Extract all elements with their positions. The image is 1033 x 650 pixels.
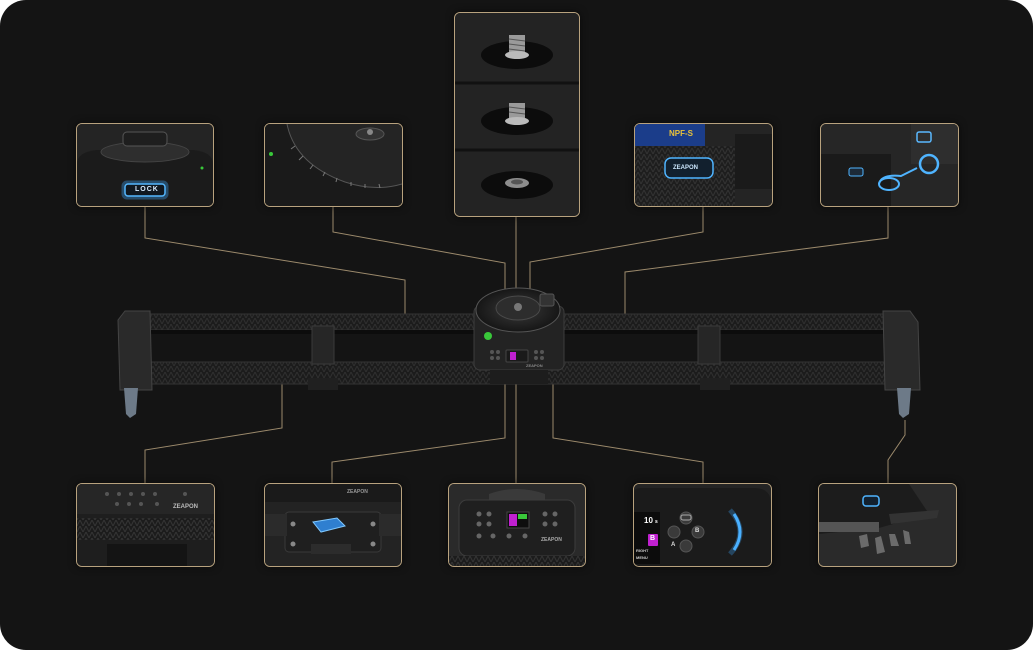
callout-quick-release: ZEAPON xyxy=(264,483,402,567)
screen-menu-text: MENU xyxy=(636,555,648,560)
quick-release-brand-label: ZEAPON xyxy=(347,489,368,495)
callout-screw-mounts xyxy=(454,12,580,217)
control-panel-brand-label: ZEAPON xyxy=(541,537,562,543)
battery-brand-label: ZEAPON xyxy=(673,165,699,171)
callout-side-panel: ZEAPON xyxy=(76,483,215,567)
screen-letter: B xyxy=(650,535,656,542)
screen-unit: s xyxy=(655,519,658,525)
callout-rotation-dial xyxy=(264,123,403,207)
callout-control-panel: ZEAPON xyxy=(448,483,586,567)
lock-label: LOCK xyxy=(135,186,159,193)
callout-screen-buttons: 10 s B RIGHT MENU A B xyxy=(633,483,772,567)
side-panel-brand-label: ZEAPON xyxy=(173,504,199,510)
button-a-label: A xyxy=(671,542,676,548)
screen-right-text: RIGHT xyxy=(636,548,649,553)
screen-value: 10 xyxy=(644,516,653,525)
callout-lock-button: LOCK xyxy=(76,123,214,207)
callout-foot-release xyxy=(818,483,957,567)
callout-battery-release: NPF-S ZEAPON xyxy=(634,123,773,207)
carriage-brand-label: ZEAPON xyxy=(526,363,543,368)
callout-strap-ring xyxy=(820,123,959,207)
battery-label: NPF-S xyxy=(669,129,693,138)
button-b-label: B xyxy=(695,528,700,534)
